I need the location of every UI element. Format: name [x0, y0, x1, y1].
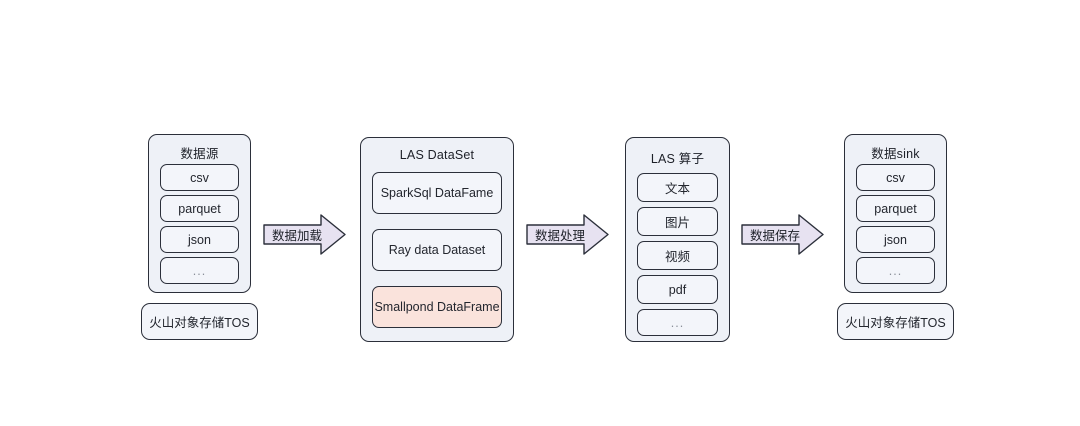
item-las-operator-more[interactable]: ...: [637, 309, 718, 336]
item-data-source-more[interactable]: ...: [160, 257, 239, 284]
arrow-data-save-shape: [741, 214, 824, 255]
item-data-source-parquet[interactable]: parquet: [160, 195, 239, 222]
arrow-data-save: 数据保存: [741, 212, 824, 257]
group-title-las-operator: LAS 算子: [650, 152, 705, 166]
item-data-source-csv[interactable]: csv: [160, 164, 239, 191]
item-data-source-json[interactable]: json: [160, 226, 239, 253]
item-data-sink-csv[interactable]: csv: [856, 164, 935, 191]
item-data-sink-more[interactable]: ...: [856, 257, 935, 284]
footer-data-source-tos: 火山对象存储TOS: [141, 303, 258, 340]
item-data-sink-json[interactable]: json: [856, 226, 935, 253]
item-las-operator-video[interactable]: 视频: [637, 241, 718, 270]
arrow-data-process-shape: [526, 214, 609, 255]
group-title-data-sink: 数据sink: [871, 147, 920, 161]
item-las-dataset-ray[interactable]: Ray data Dataset: [372, 229, 502, 271]
item-las-operator-text[interactable]: 文本: [637, 173, 718, 202]
item-data-sink-parquet[interactable]: parquet: [856, 195, 935, 222]
arrow-data-load: 数据加载: [263, 212, 346, 257]
arrow-data-process: 数据处理: [526, 212, 609, 257]
footer-data-sink-tos: 火山对象存储TOS: [837, 303, 954, 340]
arrow-data-load-shape: [263, 214, 346, 255]
group-box-las-operator: LAS 算子: [625, 137, 730, 342]
group-title-las-dataset: LAS DataSet: [399, 148, 475, 162]
group-title-data-source: 数据源: [180, 147, 219, 161]
item-las-dataset-smallpond[interactable]: Smallpond DataFrame: [372, 286, 502, 328]
item-las-operator-image[interactable]: 图片: [637, 207, 718, 236]
item-las-operator-pdf[interactable]: pdf: [637, 275, 718, 304]
item-las-dataset-sparksql[interactable]: SparkSql DataFame: [372, 172, 502, 214]
